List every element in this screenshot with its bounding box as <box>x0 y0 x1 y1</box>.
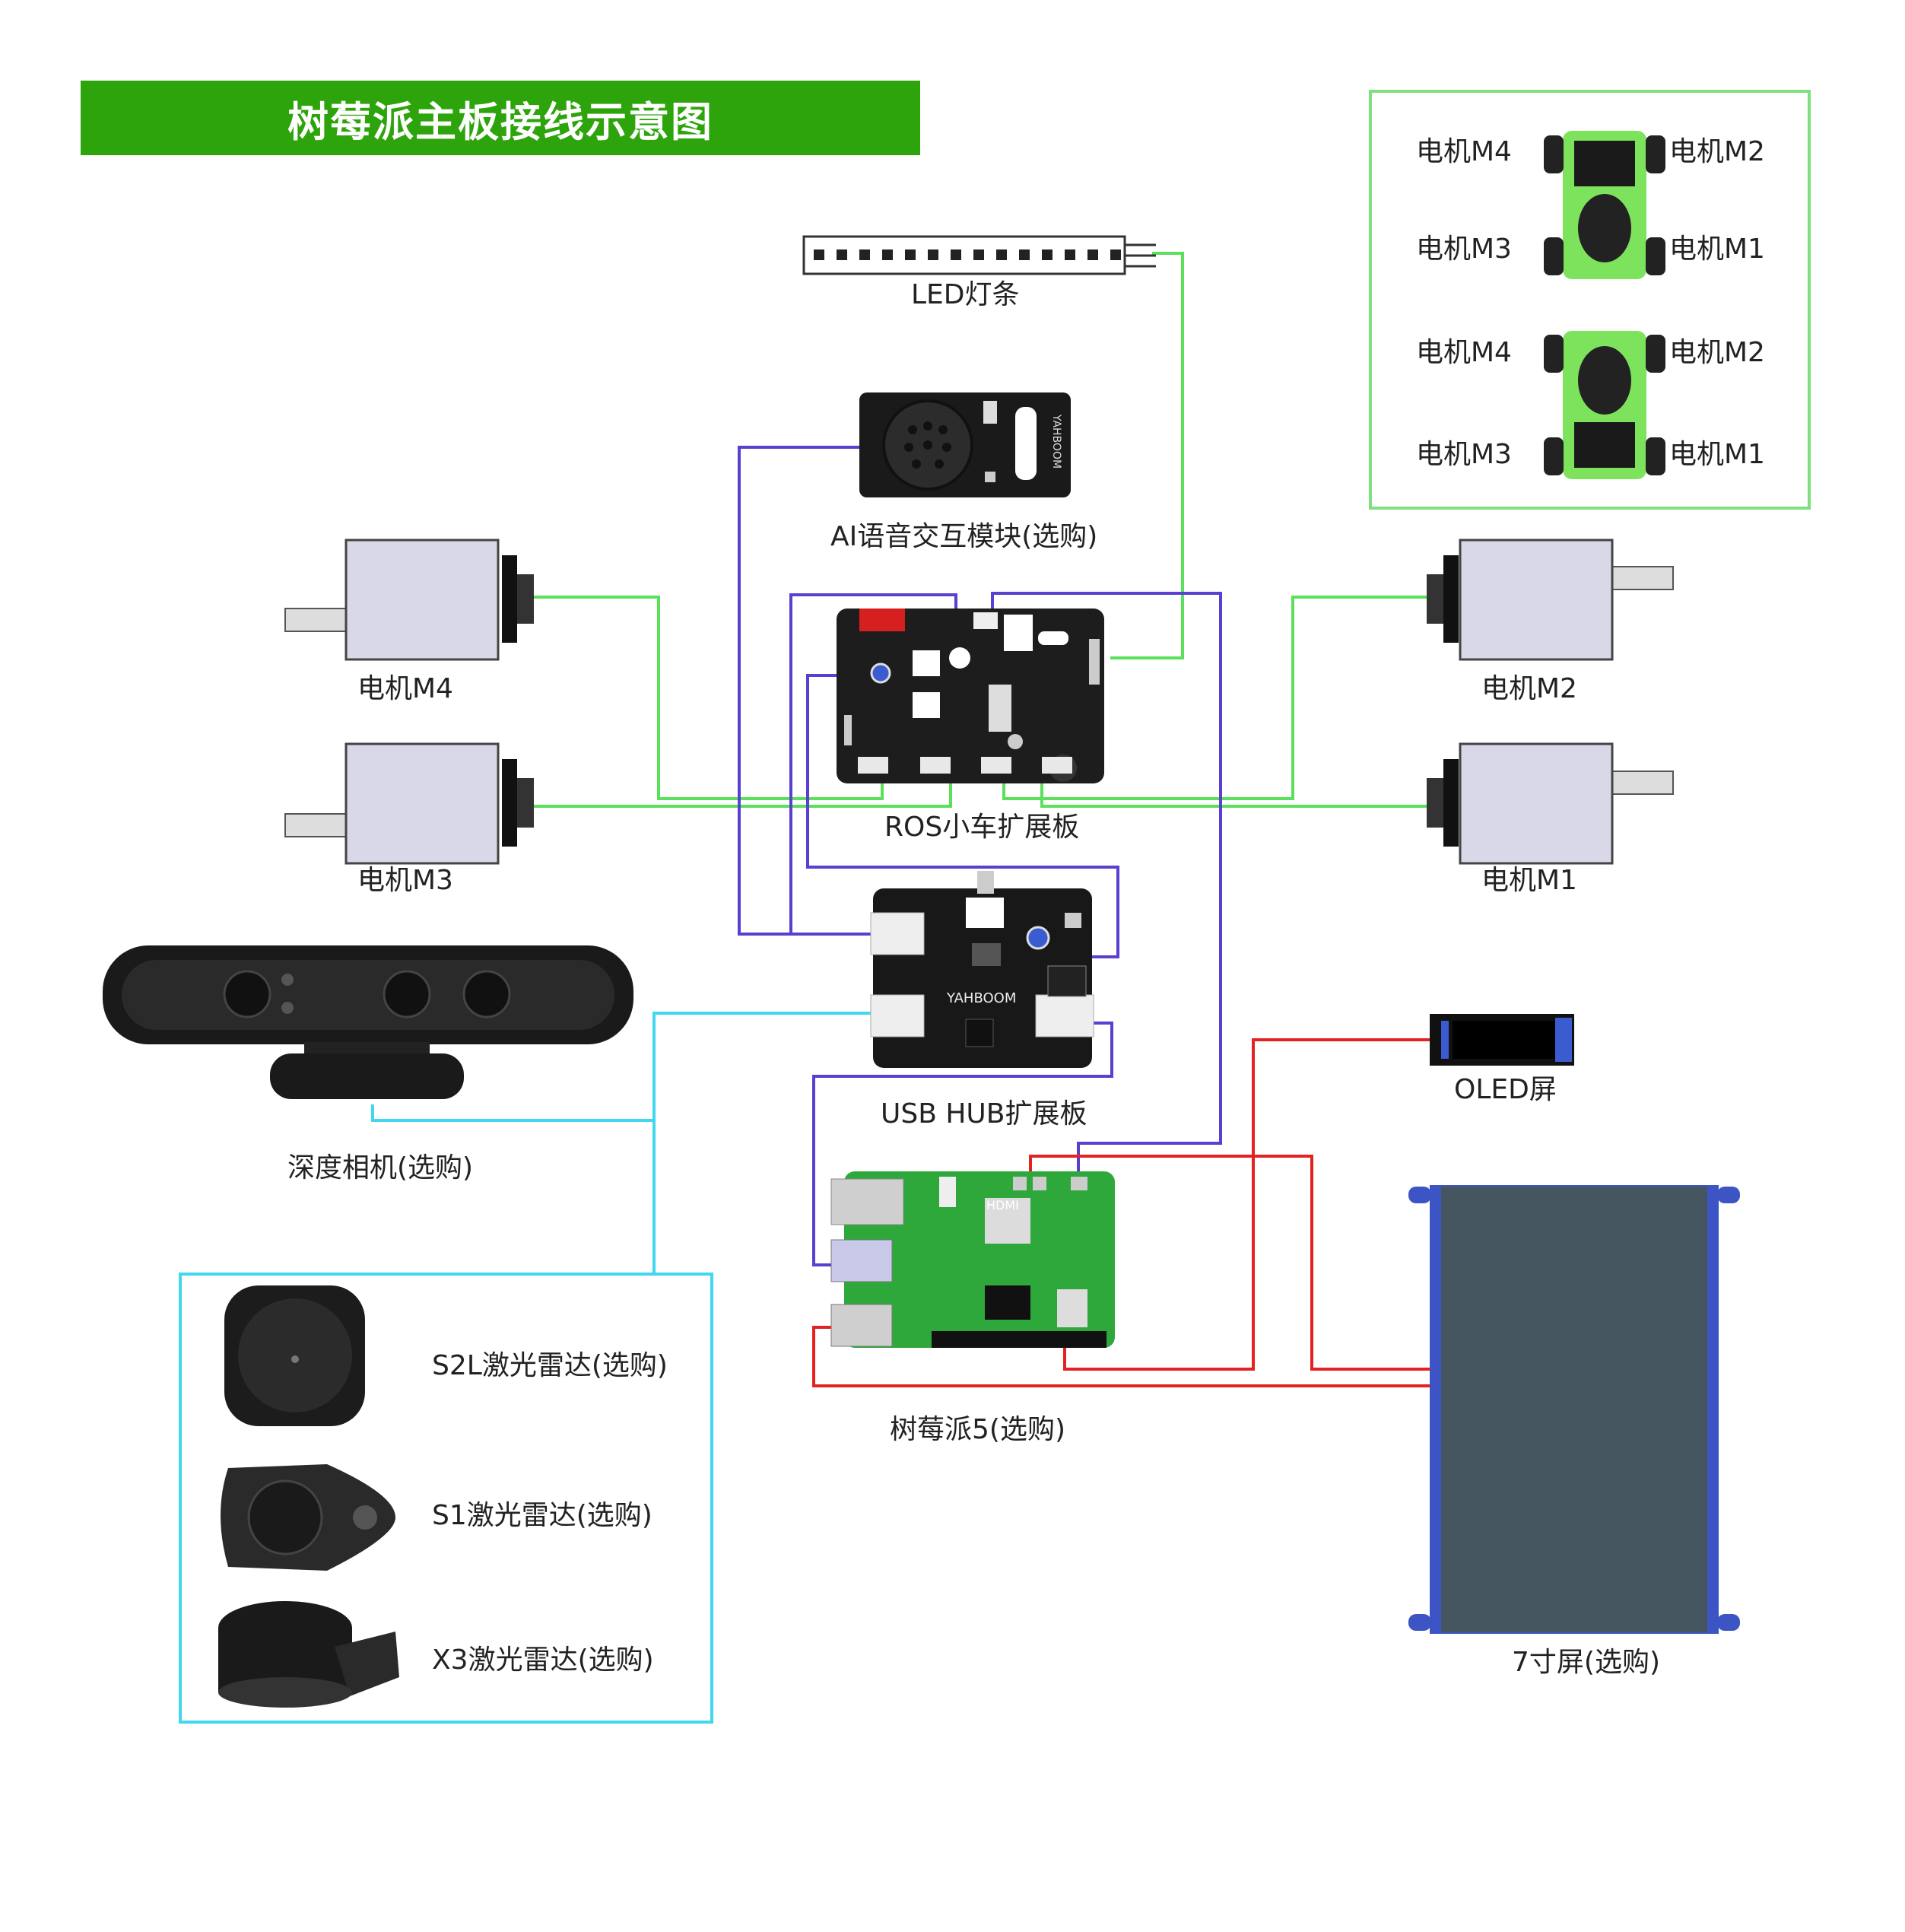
layout-top-m1-label: 电机M1 <box>1669 234 1765 265</box>
layout-top-m2-label: 电机M2 <box>1669 136 1765 167</box>
rpi5-label: 树莓派5(选购) <box>890 1414 1065 1445</box>
motor-m4 <box>284 539 534 661</box>
wire-led-ros <box>1110 252 1184 659</box>
wire-oled-rpi <box>1063 1038 1430 1371</box>
s1-lidar-icon <box>221 1464 395 1571</box>
lidar-frame <box>179 1273 713 1724</box>
wire-rpi-screen-hdmi <box>1029 1155 1430 1371</box>
lidar-label-s2l: S2L激光雷达(选购) <box>432 1350 668 1381</box>
title-banner: 树莓派主板接线示意图 <box>81 81 920 155</box>
motor-m1 <box>1427 742 1674 865</box>
depth-camera <box>103 945 633 1099</box>
motor-m2 <box>1427 539 1674 661</box>
wire-hub-rpi <box>812 1022 1113 1266</box>
layout-top-m3-label: 电机M3 <box>1416 234 1512 265</box>
layout-bottom-m2-label: 电机M2 <box>1669 337 1765 368</box>
x3-lidar-icon <box>218 1601 399 1708</box>
layout-bottom-m3-label: 电机M3 <box>1416 439 1512 470</box>
wire-m4-ros <box>525 596 884 800</box>
wire-ros-rpi <box>991 592 1222 1171</box>
layout-top-m4-label: 电机M4 <box>1416 136 1512 167</box>
led-strip-label: LED灯条 <box>911 279 1020 310</box>
motor-m4-label: 电机M4 <box>357 673 453 704</box>
oled-label: OLED屏 <box>1454 1074 1557 1105</box>
oled-screen <box>1430 1014 1574 1066</box>
wire-ros-hub <box>789 593 957 934</box>
lidar-label-s1: S1激光雷达(选购) <box>432 1500 652 1531</box>
hub-brand-text: YAHBOOM <box>946 990 1016 1006</box>
ros-expansion-board <box>837 609 1104 783</box>
motor-m1-label: 电机M1 <box>1481 865 1577 896</box>
motor-m3 <box>284 742 534 865</box>
screen7-label: 7寸屏(选购) <box>1512 1647 1660 1678</box>
depth-camera-label: 深度相机(选购) <box>287 1152 474 1184</box>
layout-bottom-m1-label: 电机M1 <box>1669 439 1765 470</box>
ai-voice-label: AI语音交互模块(选购) <box>830 521 1098 552</box>
raspberry-pi-5: HDMI <box>830 1171 1115 1348</box>
usb-hub-board: YAHBOOM <box>870 871 1094 1068</box>
motor-layout-frame <box>1369 90 1811 510</box>
motor-m2-label: 电机M2 <box>1481 673 1577 704</box>
s2l-lidar-icon <box>224 1285 365 1426</box>
ros-board-label: ROS小车扩展板 <box>884 812 1080 843</box>
svg-text:YAHBOOM: YAHBOOM <box>1050 414 1062 469</box>
wire-ros-hub-side <box>806 674 1119 958</box>
car-top-view-icon <box>1544 131 1665 279</box>
motor-m3-label: 电机M3 <box>357 865 453 896</box>
wire-m2-ros <box>1002 596 1437 800</box>
car-bottom-view-icon <box>1544 331 1665 479</box>
seven-inch-screen <box>1408 1185 1740 1634</box>
led-strip <box>802 235 1156 275</box>
lidar-label-x3: X3激光雷达(选购) <box>432 1644 654 1676</box>
ai-voice-module: YAHBOOM <box>859 392 1071 497</box>
usb-hub-label: USB HUB扩展板 <box>881 1098 1087 1130</box>
hdmi-text: HDMI <box>986 1198 1019 1212</box>
wire-voice-hub <box>738 446 882 936</box>
layout-bottom-m4-label: 电机M4 <box>1416 337 1512 368</box>
